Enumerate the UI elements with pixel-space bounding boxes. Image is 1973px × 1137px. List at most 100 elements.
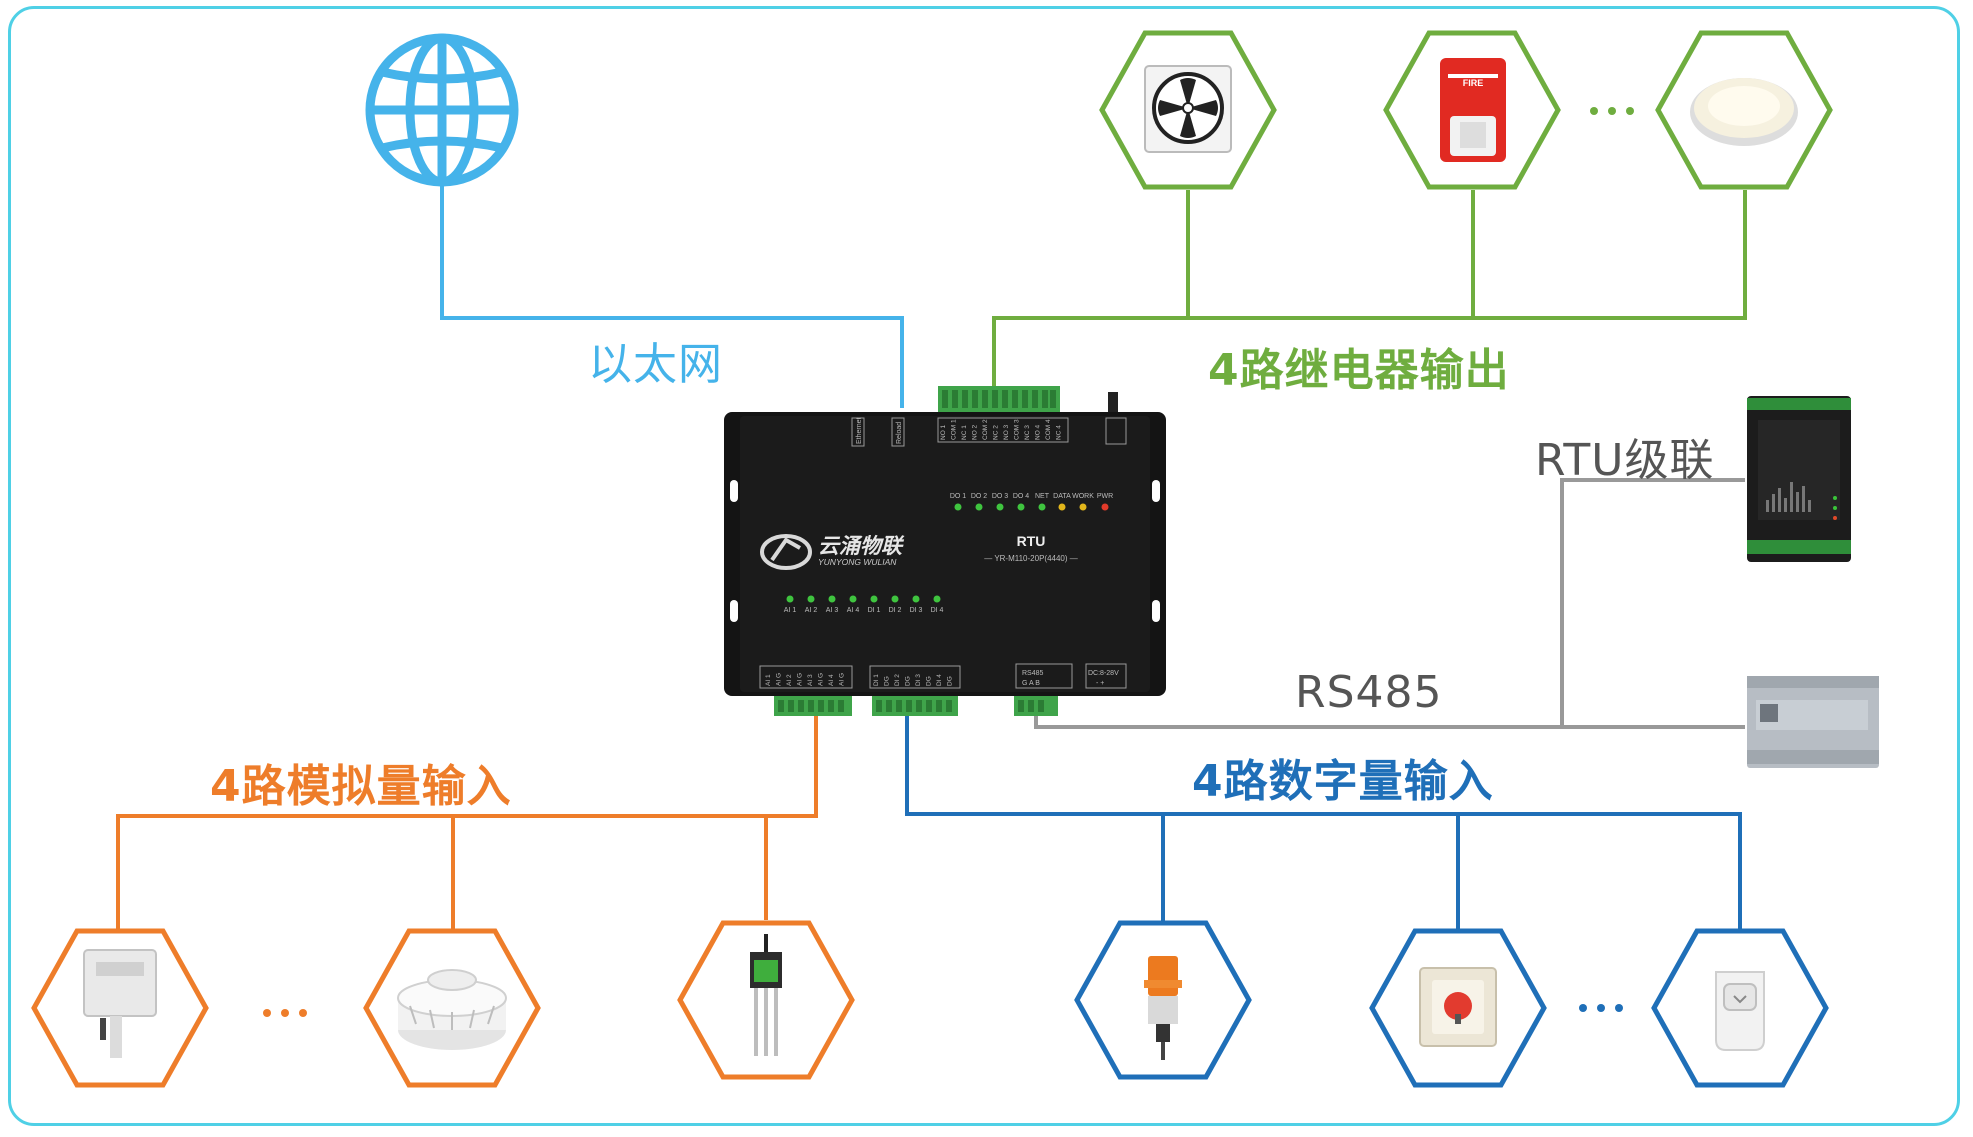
globe-icon [365,33,519,187]
ceiling-light-icon [1690,78,1798,146]
relay-terminal-label: COM 2 [982,419,989,440]
di-terminal-label: DG [947,676,954,686]
relay-terminal-label: NC 2 [993,425,1000,440]
relay-terminal-label: NO 3 [1003,424,1010,440]
ellipsis-digital [1579,1004,1623,1012]
rs485-terminal-label: RS485 [1022,670,1044,677]
status-led [1038,503,1046,511]
pir-motion-sensor-icon [1715,971,1765,1051]
input-led-label: DI 1 [868,607,881,614]
di-terminal-label: DI 1 [873,674,880,686]
status-led [1101,503,1109,511]
ai-terminal-label: AI 4 [828,674,835,686]
rtu-module-icon [1747,396,1851,562]
ai-terminal-label: AI G [776,673,783,686]
ai-terminal-label: AI 1 [765,674,772,686]
di-terminal-label: DI 3 [915,674,922,686]
input-led [849,595,857,603]
device-brand-en: YUNYONG WULIAN [818,557,897,567]
input-led-label: AI 1 [784,607,797,614]
ai-terminal-label: AI G [839,673,846,686]
input-led-label: DI 3 [910,607,923,614]
relay-terminal-label: NC 3 [1024,425,1031,440]
input-led-label: AI 3 [826,607,839,614]
analog-line [116,715,818,930]
digital-line [905,715,1742,930]
input-led-label: AI 4 [847,607,860,614]
rs485-line [1034,712,1745,729]
status-led [1058,503,1066,511]
power-terminal-label: DC:8-28V [1088,670,1119,677]
port-ethernet-label: Ethernet [856,417,863,444]
input-led [828,595,836,603]
svg-text:FIRE: FIRE [1463,78,1484,88]
exhaust-fan-icon [1144,65,1232,153]
di-terminal-label: DG [884,676,891,686]
status-led-label: DO 1 [950,493,966,500]
yunyong-logo-icon [760,534,812,570]
rs485-pins-label: G A B [1022,680,1040,687]
plc-controller-icon [1747,676,1879,768]
device-brand-cn: 云涌物联 [818,534,905,558]
ethernet-line [440,180,904,408]
status-led-label: DO 4 [1013,493,1029,500]
input-led-label: AI 2 [805,607,818,614]
relay-terminal-label: COM 4 [1045,419,1052,440]
cascade-line [1560,478,1745,727]
emergency-button-icon [1419,967,1497,1047]
di-terminal-label: DI 4 [936,674,943,686]
relay-output-label: 4路继电器输出 [1208,345,1510,396]
fire-alarm-icon: FIRE [1440,58,1506,162]
power-pins-label: - + [1096,680,1104,687]
ai-terminal-label: AI 2 [786,674,793,686]
status-led-label: DO 2 [971,493,987,500]
diagram-frame [8,6,1960,1126]
rtu-cascade-label: RTU级联 [1535,435,1715,486]
relay-terminal-label: COM 1 [951,419,958,440]
relay-terminal-label: NO 1 [940,424,947,440]
ellipsis-analog [263,1009,307,1017]
di-terminal-label: DI 2 [894,674,901,686]
proximity-sensor-icon [1144,956,1182,1060]
relay-line [992,190,1747,392]
relay-terminal-label: NC 1 [961,425,968,440]
rtu-device [724,386,1166,716]
di-terminal-label: DG [926,676,933,686]
input-led [870,595,878,603]
input-led [786,595,794,603]
status-led-label: WORK [1072,493,1094,500]
ellipsis-relay [1590,107,1634,115]
status-led [996,503,1004,511]
input-led [933,595,941,603]
status-led [1079,503,1087,511]
smoke-detector-icon [397,969,507,1050]
status-led-label: DATA [1053,493,1071,500]
input-led-label: DI 4 [931,607,944,614]
ethernet-label: 以太网 [588,339,723,390]
temp-humidity-sensor-icon [83,949,157,1058]
port-reload-label: Reload [896,422,903,444]
relay-terminal-label: NO 4 [1035,424,1042,440]
status-led-label: DO 3 [992,493,1008,500]
input-led-label: DI 2 [889,607,902,614]
status-led [1017,503,1025,511]
device-model: — YR-M110-20P(4440) — [984,554,1078,563]
di-terminal-label: DG [905,676,912,686]
status-led [975,503,983,511]
input-led [912,595,920,603]
ai-terminal-label: AI 3 [807,674,814,686]
ai-terminal-label: AI G [818,673,825,686]
soil-moisture-sensor-icon [750,934,782,1056]
rs485-label: RS485 [1295,667,1443,718]
input-led [891,595,899,603]
relay-terminal-label: NC 4 [1056,425,1063,440]
status-led-label: NET [1035,493,1050,500]
status-led [954,503,962,511]
device-type: RTU [1017,533,1046,549]
relay-terminal-label: COM 3 [1014,419,1021,440]
digital-input-label: 4路数字量输入 [1192,756,1494,807]
ai-terminal-label: AI G [797,673,804,686]
input-led [807,595,815,603]
status-led-label: PWR [1097,493,1113,500]
